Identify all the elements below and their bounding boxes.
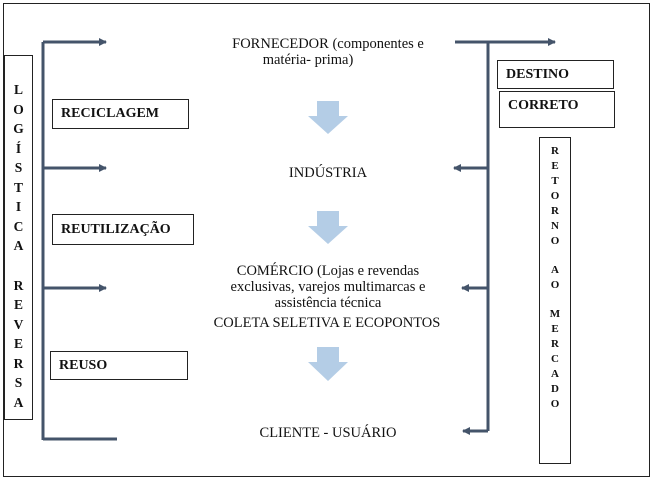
industria-node: INDÚSTRIA xyxy=(228,165,428,181)
vertical-letter: M xyxy=(549,308,561,320)
industria-label: INDÚSTRIA xyxy=(288,165,368,181)
vertical-letter: T xyxy=(13,179,23,195)
vertical-letter: A xyxy=(13,394,24,410)
vertical-letter: R xyxy=(551,205,559,217)
comercio-line-3: assistência técnica xyxy=(274,295,382,311)
vertical-letter: O xyxy=(550,235,560,247)
reutilizacao-box: REUTILIZAÇÃO xyxy=(52,214,194,245)
vertical-letter: L xyxy=(13,82,23,97)
vertical-letter: E xyxy=(13,336,23,351)
vertical-letter: O xyxy=(550,279,560,291)
coleta-node: COLETA SELETIVA E ECOPONTOS xyxy=(192,315,462,331)
correto-box: CORRETO xyxy=(499,91,615,128)
correto-label: CORRETO xyxy=(508,98,579,113)
reuso-box: REUSO xyxy=(50,351,188,380)
vertical-letter: R xyxy=(551,338,559,350)
vertical-letter: R xyxy=(13,277,24,293)
comercio-line-1: COMÉRCIO (Lojas e revendas xyxy=(236,263,420,279)
down-arrow-3 xyxy=(308,347,348,381)
vertical-letter: S xyxy=(14,160,23,175)
comercio-line-2: exclusivas, varejos multimarcas e xyxy=(230,279,426,295)
destino-box: DESTINO xyxy=(497,60,614,89)
vertical-letter: A xyxy=(13,238,24,253)
vertical-letter: C xyxy=(551,353,559,365)
fornecedor-node: FORNECEDOR (componentes e matéria- prima… xyxy=(208,36,448,68)
vertical-letter: R xyxy=(13,355,24,371)
vertical-letter: O xyxy=(13,101,24,117)
down-arrow-2 xyxy=(308,211,348,244)
vertical-letter: A xyxy=(551,264,559,276)
vertical-letter: Í xyxy=(15,140,22,156)
coleta-label: COLETA SELETIVA E ECOPONTOS xyxy=(213,315,441,331)
down-arrow-1 xyxy=(308,101,348,134)
vertical-letter: E xyxy=(551,160,559,172)
reutilizacao-label: REUTILIZAÇÃO xyxy=(61,221,171,237)
vertical-letter: D xyxy=(551,383,559,395)
fornecedor-line-1: FORNECEDOR (componentes e xyxy=(232,36,424,52)
vertical-letter: S xyxy=(14,375,23,390)
vertical-letter: C xyxy=(13,218,24,234)
cliente-node: CLIENTE - USUÁRIO xyxy=(228,425,428,441)
vertical-letter: O xyxy=(550,398,560,410)
diagram-frame xyxy=(3,3,650,477)
reciclagem-label: RECICLAGEM xyxy=(61,106,160,121)
vertical-letter: N xyxy=(551,220,559,232)
fornecedor-line-2: matéria- prima) xyxy=(262,52,354,68)
vertical-letter: G xyxy=(13,121,24,136)
cliente-label: CLIENTE - USUÁRIO xyxy=(259,425,397,441)
vertical-letter: A xyxy=(551,368,559,380)
vertical-letter: V xyxy=(13,316,24,332)
vertical-letter: R xyxy=(551,145,559,157)
reuso-label: REUSO xyxy=(59,357,108,373)
vertical-letter: I xyxy=(15,199,22,214)
destino-label: DESTINO xyxy=(506,66,570,82)
vertical-letter: E xyxy=(551,323,559,335)
vertical-letter: E xyxy=(13,297,23,312)
reciclagem-box: RECICLAGEM xyxy=(52,99,189,129)
vertical-letter: O xyxy=(550,190,560,202)
comercio-node: COMÉRCIO (Lojas e revendas exclusivas, v… xyxy=(198,263,458,311)
vertical-letter: T xyxy=(551,175,559,187)
